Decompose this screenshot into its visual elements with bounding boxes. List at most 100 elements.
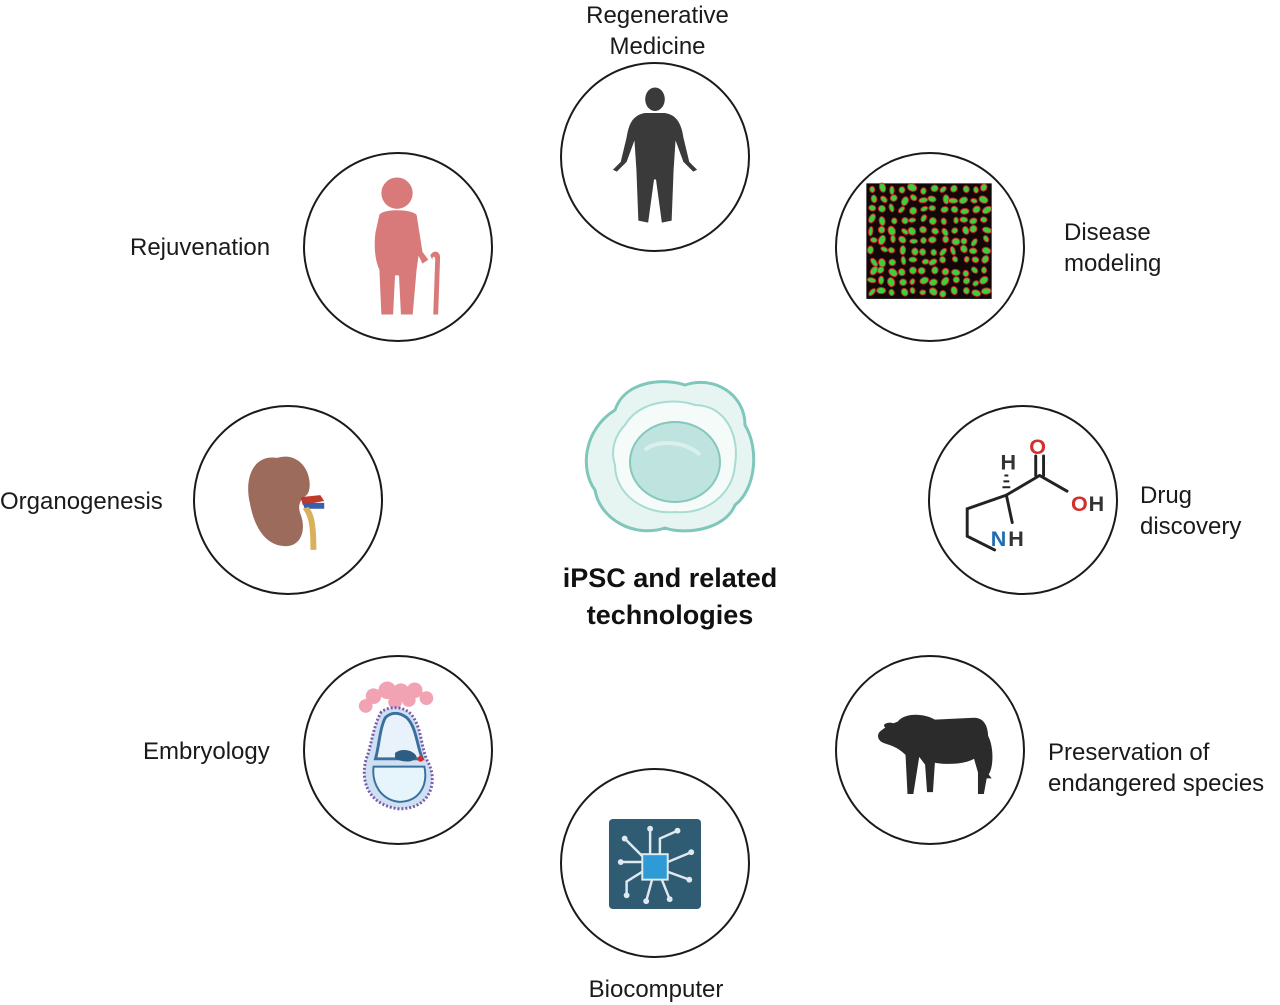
- culture-cell: [908, 266, 917, 275]
- label-drug-line2: discovery: [1140, 513, 1242, 540]
- culture-cell: [917, 266, 926, 275]
- culture-cell: [891, 217, 898, 225]
- culture-cell: [940, 206, 949, 214]
- culture-cell: [928, 287, 938, 296]
- culture-cell: [978, 195, 989, 204]
- bull-icon: [878, 714, 993, 795]
- culture-cell: [972, 280, 980, 287]
- culture-cell: [941, 267, 950, 276]
- culture-cell: [869, 266, 879, 276]
- culture-cell: [898, 186, 906, 194]
- culture-cell: [953, 216, 959, 224]
- label-regenerative-line2: Medicine: [609, 33, 706, 60]
- culture-cell: [888, 288, 895, 297]
- culture-cell: [939, 247, 947, 257]
- embryo-icon: [358, 681, 434, 811]
- culture-cell: [869, 185, 876, 194]
- label-regenerative-line1: Regenerative: [586, 2, 729, 29]
- culture-cell: [919, 289, 927, 296]
- culture-cell: [980, 183, 988, 192]
- culture-cell: [878, 216, 886, 227]
- elderly-person-icon: [374, 177, 441, 315]
- culture-cell: [928, 258, 938, 266]
- culture-cell: [971, 256, 980, 264]
- culture-cell: [900, 196, 909, 207]
- proline-molecule-icon: O O H N H H: [965, 435, 1105, 552]
- atom-hydroxyl-hydrogen: H: [1089, 492, 1105, 516]
- culture-cell: [981, 246, 992, 255]
- culture-cell: [919, 276, 930, 285]
- node-rejuvenation: [303, 152, 493, 342]
- culture-cell: [876, 266, 885, 274]
- culture-cell: [878, 275, 885, 285]
- culture-cell: [958, 196, 969, 205]
- culture-cell: [869, 236, 878, 244]
- center-title: iPSC and related technologies: [520, 560, 820, 634]
- culture-cell: [947, 197, 959, 204]
- culture-cell: [901, 217, 909, 225]
- culture-cell: [907, 226, 917, 236]
- culture-cell: [919, 225, 928, 234]
- culture-cell: [949, 245, 956, 256]
- culture-cell: [870, 257, 879, 267]
- node-embryology: [303, 655, 493, 845]
- culture-cell: [908, 217, 917, 223]
- culture-cell: [880, 195, 888, 204]
- culture-cell: [876, 286, 887, 295]
- label-disease-line2: modeling: [1064, 250, 1162, 277]
- culture-cell: [950, 184, 958, 193]
- label-organogenesis: Organogenesis: [0, 486, 163, 517]
- label-drug-discovery: Drug discovery: [1140, 480, 1241, 542]
- culture-cell: [868, 204, 877, 212]
- label-drug-line1: Drug: [1140, 482, 1193, 509]
- culture-cell: [877, 225, 886, 234]
- culture-cell: [951, 255, 959, 263]
- culture-cell: [877, 204, 886, 213]
- culture-cell: [928, 217, 937, 226]
- label-disease-line1: Disease: [1064, 219, 1151, 246]
- culture-cell: [877, 234, 886, 246]
- culture-cell: [981, 255, 990, 264]
- culture-cell: [969, 217, 978, 225]
- culture-cell: [981, 226, 992, 234]
- label-embryology: Embryology: [143, 736, 270, 767]
- culture-cell: [898, 235, 907, 244]
- culture-cell: [899, 278, 908, 286]
- culture-cell: [909, 238, 919, 244]
- node-regenerative-medicine: [560, 62, 750, 252]
- culture-cell: [928, 278, 938, 287]
- node-disease-modeling: [835, 152, 1025, 342]
- ipsc-cell-illustration: [575, 370, 765, 540]
- culture-cell: [982, 235, 990, 243]
- culture-cell: [959, 216, 969, 223]
- culture-cell: [942, 235, 950, 244]
- culture-cell: [909, 286, 916, 295]
- culture-cell: [970, 197, 978, 204]
- culture-cell: [911, 247, 919, 256]
- culture-cell: [979, 275, 989, 285]
- label-biocomputer-line1: Biocomputer: [588, 976, 724, 1003]
- culture-cell: [959, 244, 968, 254]
- culture-cell: [927, 195, 937, 203]
- culture-cell: [868, 226, 874, 237]
- human-body-icon: [612, 87, 698, 223]
- label-embryology-line1: Embryology: [143, 738, 270, 765]
- culture-cell: [909, 278, 916, 286]
- label-biocomputer: Biocomputer: [560, 974, 752, 1005]
- label-preservation-line2: endangered species: [1048, 770, 1265, 797]
- culture-cell: [920, 187, 927, 195]
- culture-cell: [880, 246, 889, 253]
- node-organogenesis: [193, 405, 383, 595]
- label-rejuvenation: Rejuvenation: [130, 232, 270, 263]
- culture-cell: [931, 227, 940, 235]
- culture-cell: [900, 255, 907, 266]
- label-disease-modeling: Disease modeling: [1064, 217, 1161, 279]
- circuit-chip-icon: [608, 818, 702, 910]
- label-organogenesis-line1: Organogenesis: [0, 488, 163, 515]
- culture-cell: [920, 205, 929, 212]
- culture-cell: [868, 288, 876, 297]
- culture-cell: [950, 205, 959, 214]
- culture-cell: [980, 287, 992, 295]
- culture-cell: [972, 205, 981, 214]
- atom-nitrogen: N: [991, 527, 1007, 551]
